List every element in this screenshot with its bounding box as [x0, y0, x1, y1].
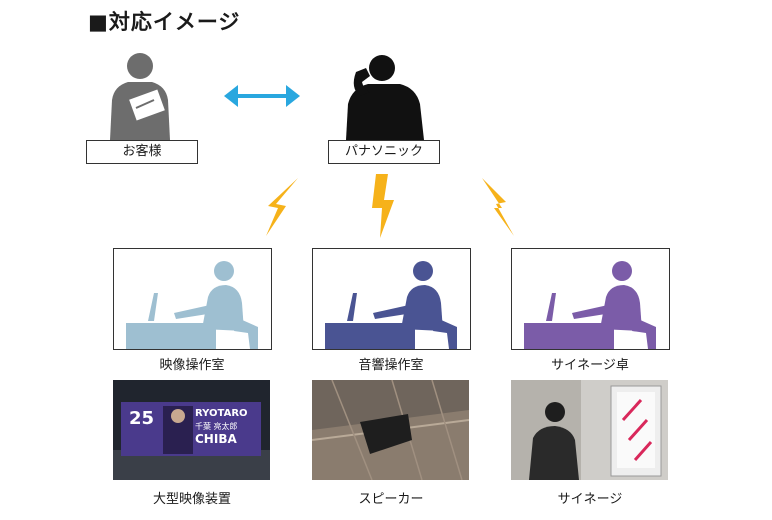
photo-signage [511, 380, 668, 480]
room-video-operation [113, 248, 272, 350]
room-signage-desk [511, 248, 670, 350]
panasonic-figure [342, 48, 432, 140]
screen-name: RYOTARO [195, 408, 248, 419]
photo-label: サイネージ [557, 492, 623, 507]
page-title: ■対応イメージ [88, 10, 241, 34]
lightning-icon [478, 176, 518, 238]
screen-number: 25 [129, 408, 155, 429]
lightning-icon [368, 172, 398, 240]
screen-surname: CHIBA [195, 432, 237, 446]
room-audio-operation [312, 248, 471, 350]
screen-name-jp: 千葉 亮太郎 [195, 422, 238, 431]
room-label: 音響操作室 [358, 358, 424, 373]
photo-label: スピーカー [358, 492, 424, 507]
photo-speaker [312, 380, 469, 480]
room-label: サイネージ卓 [551, 358, 629, 373]
panasonic-label: パナソニック [328, 140, 440, 164]
lightning-icon [262, 176, 302, 238]
room-label: 映像操作室 [159, 358, 225, 373]
customer-label: お客様 [86, 140, 198, 164]
operator-icon [325, 261, 457, 349]
double-arrow-icon [222, 82, 302, 110]
operator-icon [126, 261, 258, 349]
photo-label: 大型映像装置 [152, 492, 231, 507]
operator-icon [524, 261, 656, 349]
customer-figure [104, 48, 176, 140]
photo-large-screen: 25 RYOTARO 千葉 亮太郎 CHIBA [113, 380, 270, 480]
